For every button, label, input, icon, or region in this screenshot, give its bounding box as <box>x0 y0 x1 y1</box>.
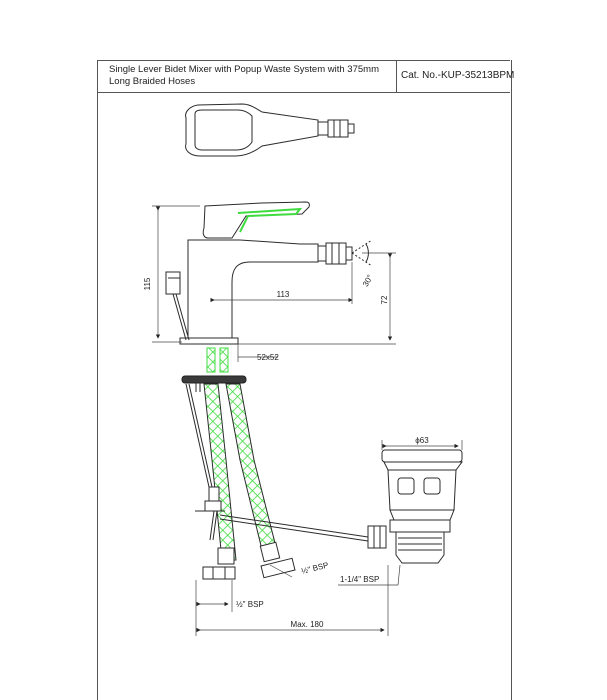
base-plate <box>179 337 239 345</box>
mounting-plate <box>181 375 247 384</box>
hose-left-nut <box>202 566 236 580</box>
popup-knob <box>165 271 181 295</box>
top-view-body-outline <box>185 103 319 157</box>
side-view <box>165 201 373 392</box>
lever-handle-outline <box>202 201 310 239</box>
hose-right <box>225 383 279 559</box>
waste-tail <box>395 531 445 564</box>
dim-max-width: Max. 180 <box>291 620 324 629</box>
top-view-nozzle-base <box>317 121 329 136</box>
drawing-sheet-frame <box>97 60 512 700</box>
dim-waste-diameter: ϕ63 <box>415 436 429 445</box>
waste-plug-cap <box>381 449 463 463</box>
dim-waste-thread: 1-1/4" BSP <box>340 575 379 584</box>
dim-spray-angle: 30° <box>361 273 375 288</box>
top-view-lever <box>194 109 253 151</box>
product-description: Single Lever Bidet Mixer with Popup Wast… <box>109 64 379 87</box>
dim-hose-thread-right: ½" BSP <box>300 560 329 575</box>
popup-waste <box>367 449 463 564</box>
title-block-divider <box>396 61 397 92</box>
dim-base-52x52: 52x52 <box>257 353 279 362</box>
dimension-lines <box>152 205 463 636</box>
top-view <box>185 103 355 157</box>
horizontal-rod <box>219 514 369 538</box>
popup-linkage <box>185 383 369 542</box>
braided-hoses <box>202 383 296 580</box>
bidet-spray-nozzle <box>325 242 347 265</box>
lever-highlight <box>237 207 303 233</box>
top-view-nozzle <box>327 119 349 138</box>
dim-reach-113: 113 <box>277 290 290 299</box>
hose-right-nut <box>260 557 296 579</box>
dim-hose-thread-left: ½" BSP <box>236 600 264 609</box>
popup-rod-top <box>172 293 187 341</box>
catalog-number: Cat. No.-KUP-35213BPM <box>401 70 515 81</box>
dim-height-115: 115 <box>143 277 152 290</box>
waste-side-connector <box>367 525 387 549</box>
mixer-body-outline <box>187 239 319 339</box>
title-block: Single Lever Bidet Mixer with Popup Wast… <box>97 60 514 93</box>
dim-spout-height-72: 72 <box>380 295 389 304</box>
